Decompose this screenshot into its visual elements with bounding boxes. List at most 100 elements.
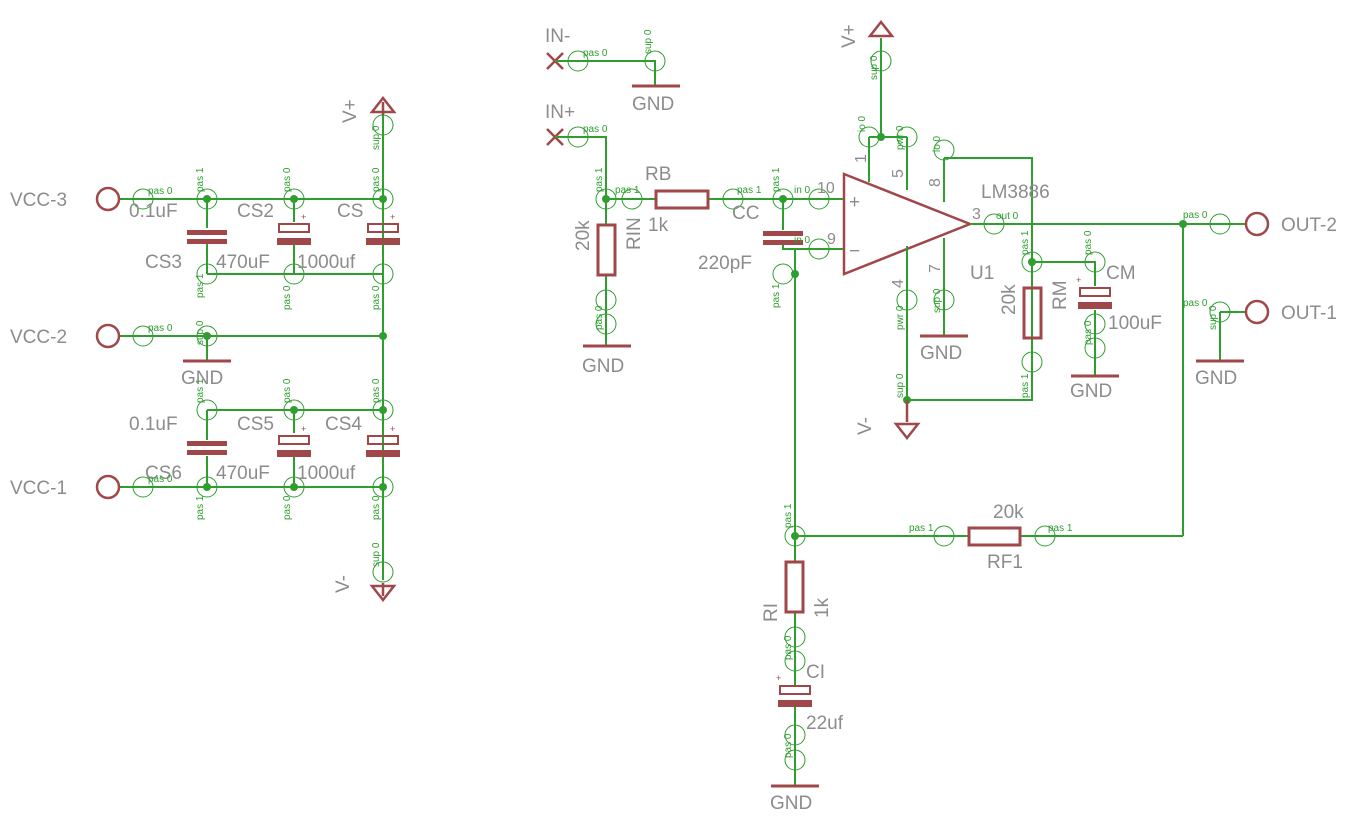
svg-text:pas 0: pas 0 <box>282 285 293 310</box>
port-label-in-plus: IN+ <box>545 102 575 123</box>
pin-tag: sup 0 <box>643 29 654 54</box>
cs5-name: CS5 <box>237 414 274 435</box>
wire-cap-stubs-top <box>206 199 384 274</box>
pin-tag: pas 0 <box>594 305 605 330</box>
svg-text:pas 0: pas 0 <box>371 167 382 192</box>
cc-value: 220pF <box>698 253 752 274</box>
rin-name: RIN <box>624 217 645 250</box>
cs2-value: 470uF <box>216 252 270 273</box>
capacitor-cs5: + <box>277 424 311 457</box>
pin-tag: pas 0 <box>783 733 794 758</box>
pin-tag: pas 1 <box>1020 373 1031 398</box>
wire-rm <box>1031 261 1096 400</box>
pin-tag: pas 1 <box>615 185 640 196</box>
pin-number-7: 7 <box>927 264 944 273</box>
vminus-label-left: V- <box>333 575 354 593</box>
svg-text:+: + <box>776 673 781 683</box>
vminus-symbol-icon <box>369 583 397 603</box>
resistor-rm <box>1022 286 1043 340</box>
resistor-rin <box>596 223 617 277</box>
rm-name: RM <box>1050 280 1071 310</box>
cs4-name: CS4 <box>325 414 362 435</box>
pin-tag: pas 1 <box>909 523 934 534</box>
svg-text:pas 0: pas 0 <box>282 378 293 403</box>
wire-out1 <box>1219 311 1245 360</box>
capacitor-cc-plate <box>763 240 803 245</box>
pin-tag: pas 1 <box>737 185 762 196</box>
pin-number-3: 3 <box>972 206 981 223</box>
vplus-opamp-icon <box>867 19 895 38</box>
wire-cc <box>782 199 844 536</box>
pin-number-8: 8 <box>927 178 944 187</box>
svg-text:sup 0: sup 0 <box>195 320 206 345</box>
capacitor-ci: + <box>776 673 812 707</box>
pin-tag: pas 0 <box>583 48 608 59</box>
port-label-out2: OUT-2 <box>1281 215 1337 236</box>
capacitor-cc <box>763 231 803 236</box>
rb-name: RB <box>645 164 671 185</box>
svg-text:pas 0: pas 0 <box>148 186 173 197</box>
cs2-name: CS2 <box>237 201 274 222</box>
svg-text:pas 1: pas 1 <box>195 167 206 192</box>
gnd-label-opamp: GND <box>920 343 962 364</box>
vminus-label-opamp: V- <box>855 417 876 435</box>
pin-circles-supply <box>132 114 394 583</box>
svg-text:pas 0: pas 0 <box>282 167 293 192</box>
rm-value: 20k <box>999 284 1020 315</box>
port-vcc1-icon <box>95 474 121 500</box>
rf1-value: 20k <box>993 502 1024 523</box>
pin-tag: io 0 <box>932 135 943 152</box>
svg-text:sup 0: sup 0 <box>371 125 382 150</box>
port-out2-icon <box>1244 211 1270 237</box>
capacitor-cs2: + <box>277 212 311 245</box>
capacitor-cs6 <box>187 441 227 455</box>
port-vcc2-icon <box>95 323 121 349</box>
pin-number-1: 1 <box>853 154 870 163</box>
pin-number-5: 5 <box>890 169 907 178</box>
port-label-vcc3: VCC-3 <box>10 190 67 211</box>
pin-tag: sup 0 <box>869 55 880 80</box>
ci-value: 22uf <box>806 713 844 734</box>
port-vcc3-icon <box>95 186 121 212</box>
wire-in-plus <box>555 136 607 199</box>
svg-text:pas 0: pas 0 <box>148 323 173 334</box>
wire-cap-stubs-bottom <box>206 410 384 487</box>
gnd-label-cm: GND <box>1070 381 1112 402</box>
pin-tags-supply: pas 0 pas 0 pas 0 pas 1 pas 0 pas 0 sup … <box>148 125 382 567</box>
junctions-supply <box>203 195 387 491</box>
pin-tag: pas 0 <box>1183 298 1208 309</box>
resistor-rb <box>654 189 710 210</box>
pin-tag: pas 1 <box>594 167 605 192</box>
capacitor-cm: + <box>1076 275 1112 309</box>
pin-number-10: 10 <box>817 180 835 197</box>
pin-number-9: 9 <box>827 231 836 248</box>
pin-tag: pas 1 <box>783 503 794 528</box>
pin-tag: pas 0 <box>583 124 608 135</box>
ri-value: 1k <box>812 597 833 618</box>
wire-out2 <box>1182 223 1245 536</box>
cs4-value: 1000uf <box>297 463 356 484</box>
pin-tag: sup 0 <box>932 288 943 313</box>
rb-value: 1k <box>648 215 669 236</box>
svg-text:pas 0: pas 0 <box>371 285 382 310</box>
pin-tag: io 0 <box>857 115 868 132</box>
amplifier-section: IN- pas 0 sup 0 GND IN+ pas 0 20k RIN pa… <box>545 19 1337 814</box>
svg-text:+: + <box>1076 275 1081 285</box>
pin-tag: sup 0 <box>1208 305 1219 330</box>
pin-tag: pas 0 <box>1083 230 1094 255</box>
resistor-ri <box>784 560 805 614</box>
pin-tag: in 0 <box>794 185 811 196</box>
u1-name: U1 <box>970 263 994 284</box>
vplus-label-left: V+ <box>340 99 361 123</box>
svg-text:+: + <box>390 424 395 434</box>
port-out1-icon <box>1244 299 1270 325</box>
u1-part: LM3886 <box>981 182 1050 203</box>
cc-name: CC <box>732 203 759 224</box>
resistor-rf1 <box>967 526 1022 547</box>
cm-value: 100uF <box>1108 313 1162 334</box>
pin-tag: pas 0 <box>783 635 794 660</box>
cs3-name: CS3 <box>145 252 182 273</box>
svg-text:pas 0: pas 0 <box>148 474 173 485</box>
capacitor-cs3 <box>187 230 227 244</box>
vplus-label-opamp: V+ <box>839 24 860 48</box>
